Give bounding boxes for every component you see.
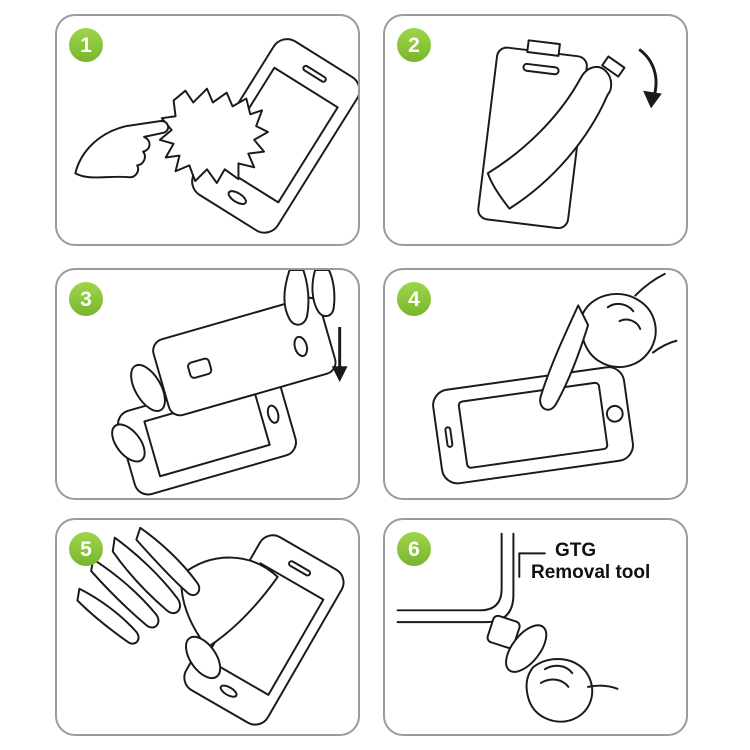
knuckle-line (606, 302, 635, 313)
step-panel-1: 1 (55, 14, 360, 246)
knuckle-line (539, 678, 570, 688)
removal-tool-label: GTG Removal tool (531, 540, 691, 584)
step-panel-4: 4 (383, 268, 688, 500)
finger (311, 270, 336, 318)
glass-protector (152, 296, 337, 417)
wrist-line (651, 339, 678, 354)
step-panel-3: 3 (55, 268, 360, 500)
removal-tool-illustration (396, 532, 619, 723)
finger (76, 587, 140, 645)
finger (283, 270, 310, 326)
cleaning-cloth (158, 87, 269, 185)
step-panel-2: 2 (383, 14, 688, 246)
hand (74, 120, 170, 179)
step-number-badge-4: 4 (397, 282, 431, 316)
peeling-film (486, 65, 613, 210)
thumb (111, 423, 146, 463)
finger (135, 526, 201, 597)
thumb (505, 624, 548, 673)
step-number-badge-5: 5 (69, 532, 103, 566)
thumb (130, 363, 166, 412)
fist (525, 658, 594, 723)
screen-corner-outer (396, 532, 503, 612)
step-panel-6: 6 GTG Removal tool (383, 518, 688, 736)
curved-arrow (638, 48, 658, 98)
finger (111, 536, 181, 615)
removal-tool-label-line2: Removal tool (531, 562, 651, 583)
press-screen-illustration (432, 272, 678, 485)
smooth-film-illustration (76, 526, 345, 726)
arrow-head (331, 366, 348, 383)
knuckle-line (618, 318, 642, 330)
knuckle-line (543, 664, 574, 675)
step-number-badge-2: 2 (397, 28, 431, 62)
peel-film-illustration (477, 39, 662, 230)
phone (191, 38, 358, 234)
step-number-badge-3: 3 (69, 282, 103, 316)
arrow-head (643, 90, 662, 109)
finger (90, 558, 160, 629)
film-tab (601, 55, 626, 78)
fist (580, 292, 657, 368)
thumb (185, 635, 222, 680)
phone (432, 366, 634, 485)
step-panel-5: 5 (55, 518, 360, 736)
step-number-badge-1: 1 (69, 28, 103, 62)
wipe-screen-illustration (74, 38, 358, 234)
wrist-line (634, 272, 666, 297)
place-glass-illustration (111, 270, 348, 496)
film-curl (180, 556, 279, 649)
wrist-line (587, 684, 619, 690)
screen-corner-inner (396, 532, 515, 624)
removal-tool-label-line1: GTG (555, 540, 597, 561)
step-number-badge-6: 6 (397, 532, 431, 566)
removal-tool (486, 614, 521, 649)
index-finger (539, 304, 590, 411)
